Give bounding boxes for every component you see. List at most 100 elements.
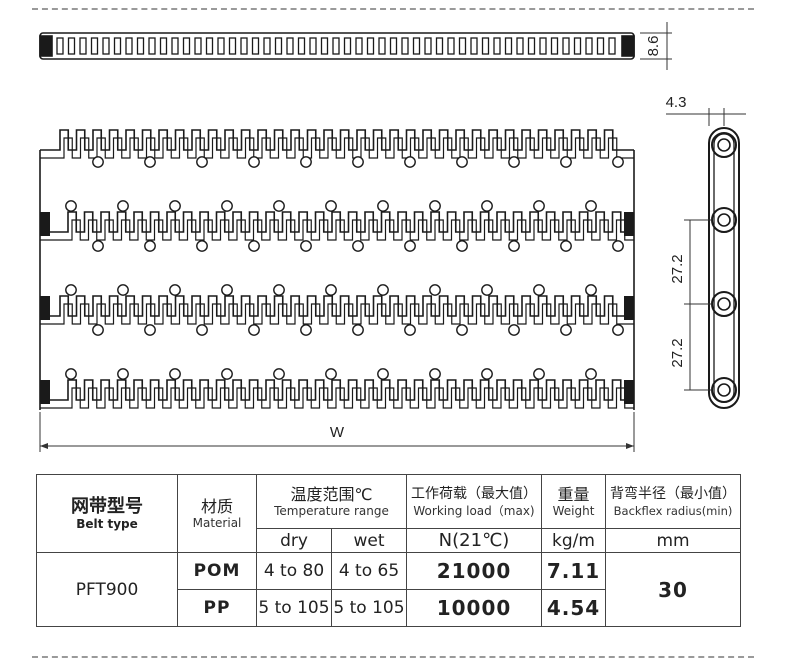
belt-hole (456, 156, 468, 168)
belt-hinge-edge (40, 295, 634, 317)
belt-hole (560, 240, 572, 252)
belt-hole (585, 368, 597, 380)
edge-strip-link (90, 37, 99, 55)
edge-strip-link (527, 37, 536, 55)
belt-hole (169, 284, 181, 296)
header-temperature: 温度范围℃ Temperature range (256, 474, 407, 529)
header-belt-type-en: Belt type (76, 517, 138, 531)
belt-hole (377, 284, 389, 296)
belt-edge-cap (624, 380, 634, 404)
temp-dry-cell: 5 to 105 (256, 589, 332, 627)
edge-strip-link (608, 37, 616, 55)
bottom-divider (32, 656, 754, 658)
edge-strip-link (366, 37, 375, 55)
side-view-hinge (711, 377, 737, 403)
belt-hole (481, 200, 493, 212)
belt-hole (481, 368, 493, 380)
belt-hinge-edge (40, 211, 634, 233)
top-divider (32, 8, 754, 10)
edge-strip-link (516, 37, 524, 55)
belt-hole (169, 200, 181, 212)
belt-hole (196, 324, 208, 336)
edge-strip-link (585, 37, 593, 55)
edge-strip-link (148, 37, 156, 55)
unit-radius: mm (605, 528, 741, 553)
belt-hole (508, 240, 520, 252)
unit-dry: dry (256, 528, 332, 553)
width-arrowhead (40, 443, 48, 449)
header-material-zh: 材质 (200, 497, 233, 516)
side-view-inner (713, 133, 735, 403)
belt-hole (221, 284, 233, 296)
belt-hole (560, 324, 572, 336)
edge-strip-link (240, 37, 248, 55)
backflex-radius-value: 30 (605, 552, 741, 627)
belt-edge-cap (624, 212, 634, 236)
belt-hole (533, 368, 545, 380)
belt-hole (273, 284, 285, 296)
edge-strip-link (550, 37, 559, 55)
edge-strip-link (205, 37, 214, 55)
belt-hinge-edge-inner (40, 387, 634, 409)
belt-hinge-edge (40, 379, 634, 401)
edge-strip-link (263, 37, 271, 55)
edge-strip-link (102, 37, 110, 55)
edge-strip-link (286, 37, 294, 55)
belt-hole (508, 156, 520, 168)
edge-strip-link (447, 37, 455, 55)
side-view-pin (717, 213, 731, 227)
side-view-pin (717, 297, 731, 311)
working-load-cell: 21000 (406, 552, 542, 590)
material-cell: POM (177, 552, 257, 590)
belt-hole (196, 156, 208, 168)
belt-hole (325, 200, 337, 212)
belt-edge-cap (624, 296, 634, 320)
belt-hole (117, 368, 129, 380)
working-load-cell: 10000 (406, 589, 542, 627)
belt-hole (300, 240, 312, 252)
belt-hole (65, 200, 77, 212)
edge-strip-link (79, 37, 87, 55)
belt-hole (144, 156, 156, 168)
header-backflex-radius: 背弯半径（最小值） Backflex radius(min) (605, 474, 741, 529)
temp-wet-cell: 5 to 105 (331, 589, 407, 627)
belt-hole (300, 156, 312, 168)
specification-table: 网带型号 Belt type 材质 Material 温度范围℃ Tempera… (36, 474, 741, 627)
belt-hole (377, 200, 389, 212)
belt-hole (144, 240, 156, 252)
edge-strip-link (424, 37, 432, 55)
edge-strip-link (171, 37, 179, 55)
edge-strip-link (435, 37, 444, 55)
belt-hole (92, 324, 104, 336)
unit-load: N(21℃) (406, 528, 542, 553)
edge-strip-link (194, 37, 202, 55)
edge-strip-link (493, 37, 501, 55)
edge-strip-link (159, 37, 168, 55)
unit-wet: wet (331, 528, 407, 553)
width-dimension-label: W (330, 424, 345, 441)
edge-strip-link (539, 37, 547, 55)
belt-hole (325, 368, 337, 380)
thickness-dimension-label: 8.6 (645, 36, 662, 57)
table-row: PP 5 to 105 5 to 105 10000 4.54 (37, 589, 741, 627)
belt-hole (248, 156, 260, 168)
belt-hole (585, 284, 597, 296)
header-weight-zh: 重量 (557, 485, 590, 504)
header-temperature-zh: 温度范围℃ (290, 485, 373, 504)
header-weight-en: Weight (552, 504, 595, 518)
belt-model: PFT900 (36, 552, 178, 627)
belt-hole (169, 368, 181, 380)
belt-hole (585, 200, 597, 212)
edge-strip-link (412, 37, 421, 55)
belt-hole (65, 284, 77, 296)
edge-strip-link (504, 37, 513, 55)
belt-hole (144, 324, 156, 336)
belt-hole (456, 240, 468, 252)
belt-hole (352, 156, 364, 168)
side-view-hinge (711, 132, 737, 158)
header-backflex-radius-en: Backflex radius(min) (613, 504, 733, 518)
unit-weight: kg/m (541, 528, 606, 553)
belt-hole (533, 284, 545, 296)
belt-hole (404, 240, 416, 252)
edge-strip-link (481, 37, 490, 55)
